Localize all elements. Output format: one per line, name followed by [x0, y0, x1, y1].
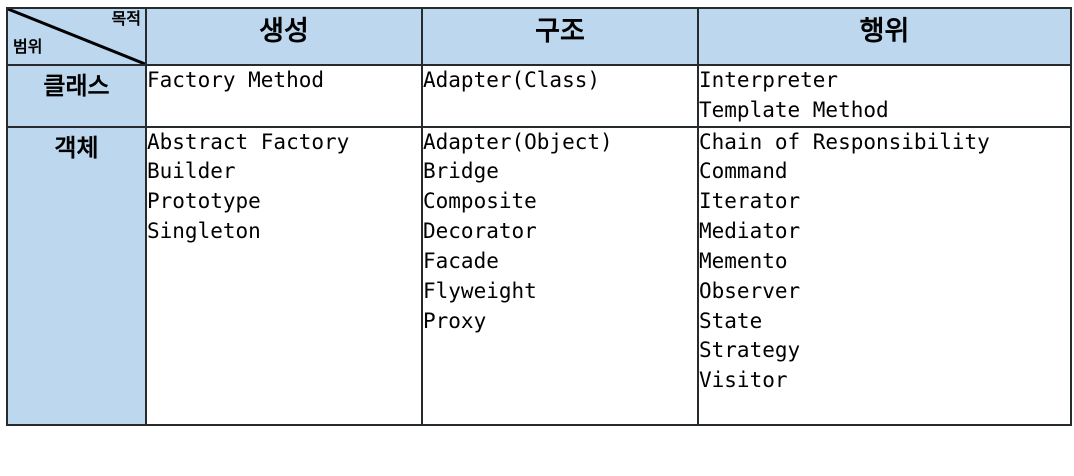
table-header-row: 목적 범위 생성 구조 행위 [6, 7, 1072, 66]
pattern-name: Mediator [699, 219, 801, 244]
pattern-name: Factory Method [147, 68, 325, 92]
axis-corner-header: 목적 범위 [6, 7, 147, 66]
column-header-behavioral: 행위 [697, 7, 1072, 66]
column-header-structural: 구조 [421, 7, 699, 66]
cell-class-creational: Factory Method [145, 64, 423, 128]
pattern-name: Abstract Factory [147, 129, 350, 154]
axis-purpose-label: 목적 [111, 11, 141, 28]
pattern-name: Observer [699, 278, 801, 303]
design-pattern-table: 목적 범위 생성 구조 행위 클래스 Factory Method Adapte… [6, 7, 1072, 426]
pattern-list: Factory Method [147, 66, 421, 96]
pattern-name: Adapter(Class) [423, 68, 601, 92]
cell-class-structural: Adapter(Class) [421, 64, 699, 128]
table-row: 클래스 Factory Method Adapter(Class) Interp… [6, 64, 1072, 128]
pattern-name: Bridge [423, 159, 499, 184]
pattern-name: Facade [423, 248, 499, 273]
pattern-name: Visitor [699, 368, 788, 393]
pattern-name: Decorator [423, 219, 537, 244]
pattern-name: Iterator [699, 189, 801, 214]
pattern-name: Strategy [699, 338, 801, 363]
pattern-name: Template Method [699, 97, 889, 122]
pattern-name: State [699, 308, 763, 333]
diagonal-divider-icon [9, 10, 144, 63]
axis-scope-label: 범위 [13, 39, 43, 57]
row-header-class: 클래스 [6, 64, 147, 128]
pattern-name: Flyweight [423, 278, 537, 303]
pattern-name: Memento [699, 248, 788, 273]
column-header-creational: 생성 [145, 7, 423, 66]
pattern-name: Builder [147, 159, 236, 184]
pattern-list: Adapter(Class) [423, 66, 697, 96]
pattern-name: Singleton [147, 219, 261, 244]
pattern-name: Command [699, 159, 788, 184]
row-header-object: 객체 [6, 125, 147, 426]
pattern-name: Chain of Responsibility [699, 129, 990, 154]
pattern-name: Composite [423, 189, 537, 214]
pattern-name: Interpreter [699, 68, 839, 92]
pattern-name: Prototype [147, 189, 261, 214]
pattern-name: Proxy [423, 308, 487, 333]
pattern-name: Adapter(Object) [423, 129, 613, 154]
